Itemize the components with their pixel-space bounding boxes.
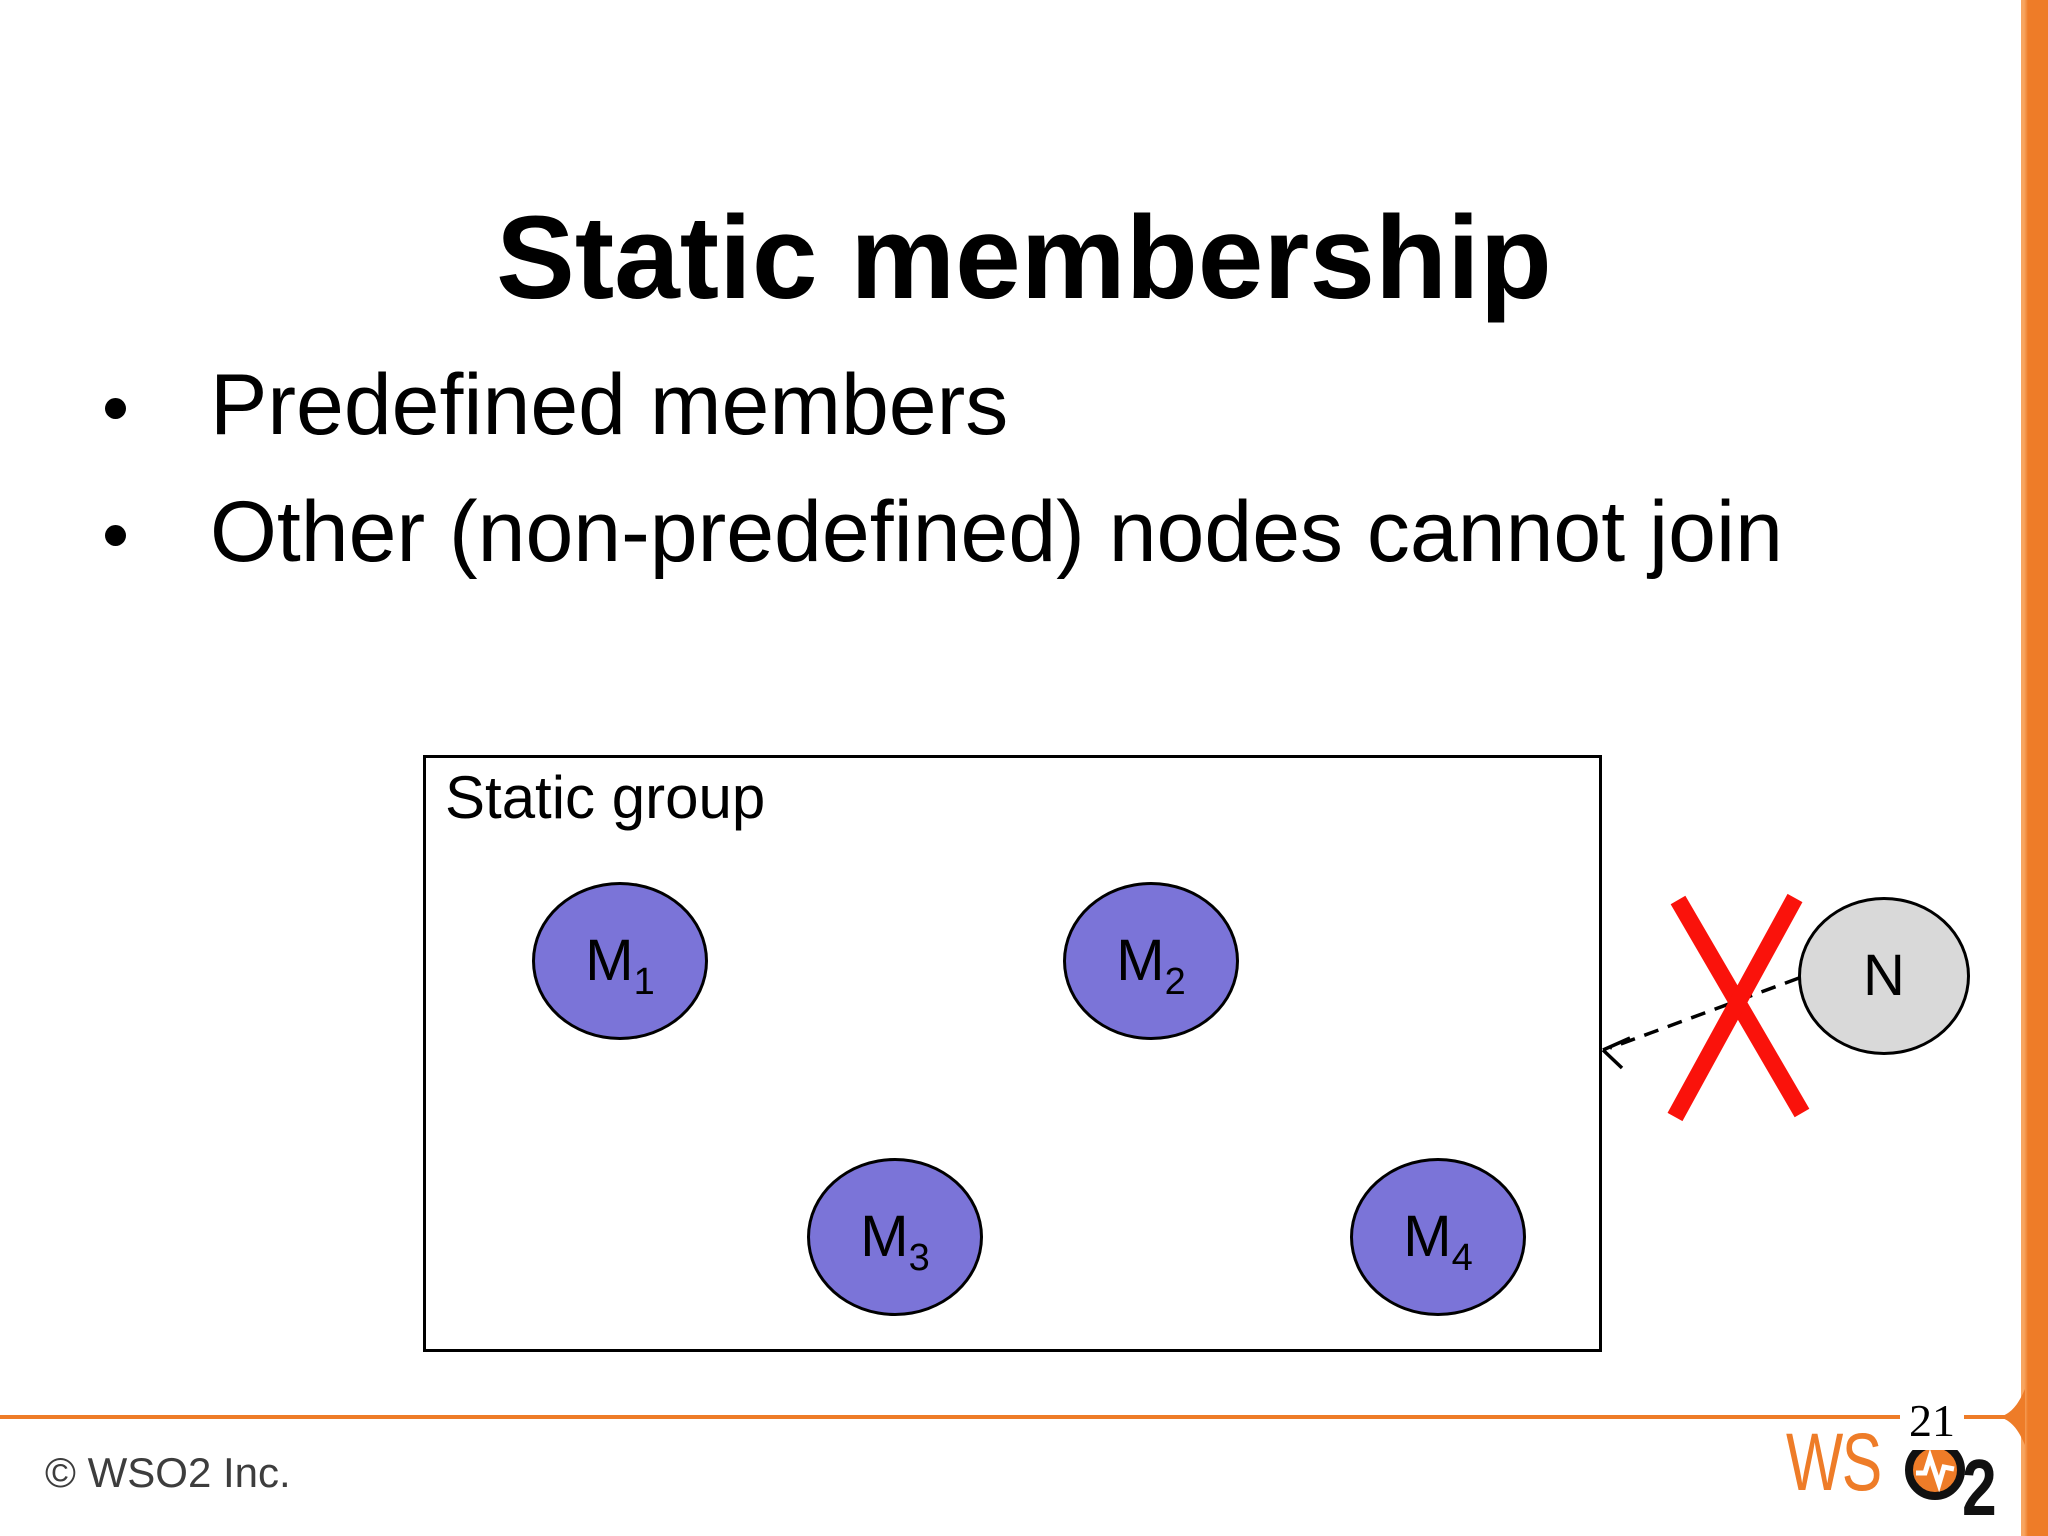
member-label: M3	[860, 1204, 930, 1279]
join-arrow-icon	[1601, 976, 1800, 1070]
bullet-item: Predefined members	[75, 354, 1955, 457]
member-label: M1	[585, 928, 655, 1003]
static-group-box: Static group M1 M2 M3 M4	[423, 755, 1602, 1352]
member-label: M2	[1116, 928, 1186, 1003]
logo-text-ws: WS	[1786, 1417, 1882, 1508]
logo-text-two: 2	[1962, 1443, 1997, 1532]
footer-accent-junction	[1999, 1389, 2025, 1445]
bullet-dot	[105, 398, 126, 419]
bullet-dot	[105, 525, 126, 546]
footer-accent-line	[0, 1415, 2005, 1419]
right-accent-bar	[2021, 0, 2048, 1536]
copyright-text: © WSO2 Inc.	[45, 1449, 291, 1496]
member-label: M4	[1403, 1204, 1473, 1279]
bullet-text: Predefined members	[210, 357, 1009, 453]
member-node-m3: M3	[807, 1158, 983, 1316]
outside-node-n: N	[1798, 897, 1970, 1055]
rejection-cross-icon	[1667, 893, 1810, 1122]
wso2-logo: WS 2	[1786, 1422, 2016, 1532]
pulse-icon	[1916, 1448, 1955, 1492]
bullet-list: Predefined members Other (non-predefined…	[75, 354, 1955, 608]
member-node-m2: M2	[1063, 882, 1239, 1040]
page-title: Static membership	[496, 192, 1552, 325]
bullet-text: Other (non-predefined) nodes cannot join	[210, 484, 1783, 580]
outside-node-label: N	[1863, 943, 1905, 1008]
static-group-label: Static group	[445, 764, 766, 831]
bullet-item: Other (non-predefined) nodes cannot join	[75, 481, 1955, 584]
member-node-m4: M4	[1350, 1158, 1526, 1316]
member-node-m1: M1	[532, 882, 708, 1040]
page-number: 21	[1900, 1394, 1964, 1450]
